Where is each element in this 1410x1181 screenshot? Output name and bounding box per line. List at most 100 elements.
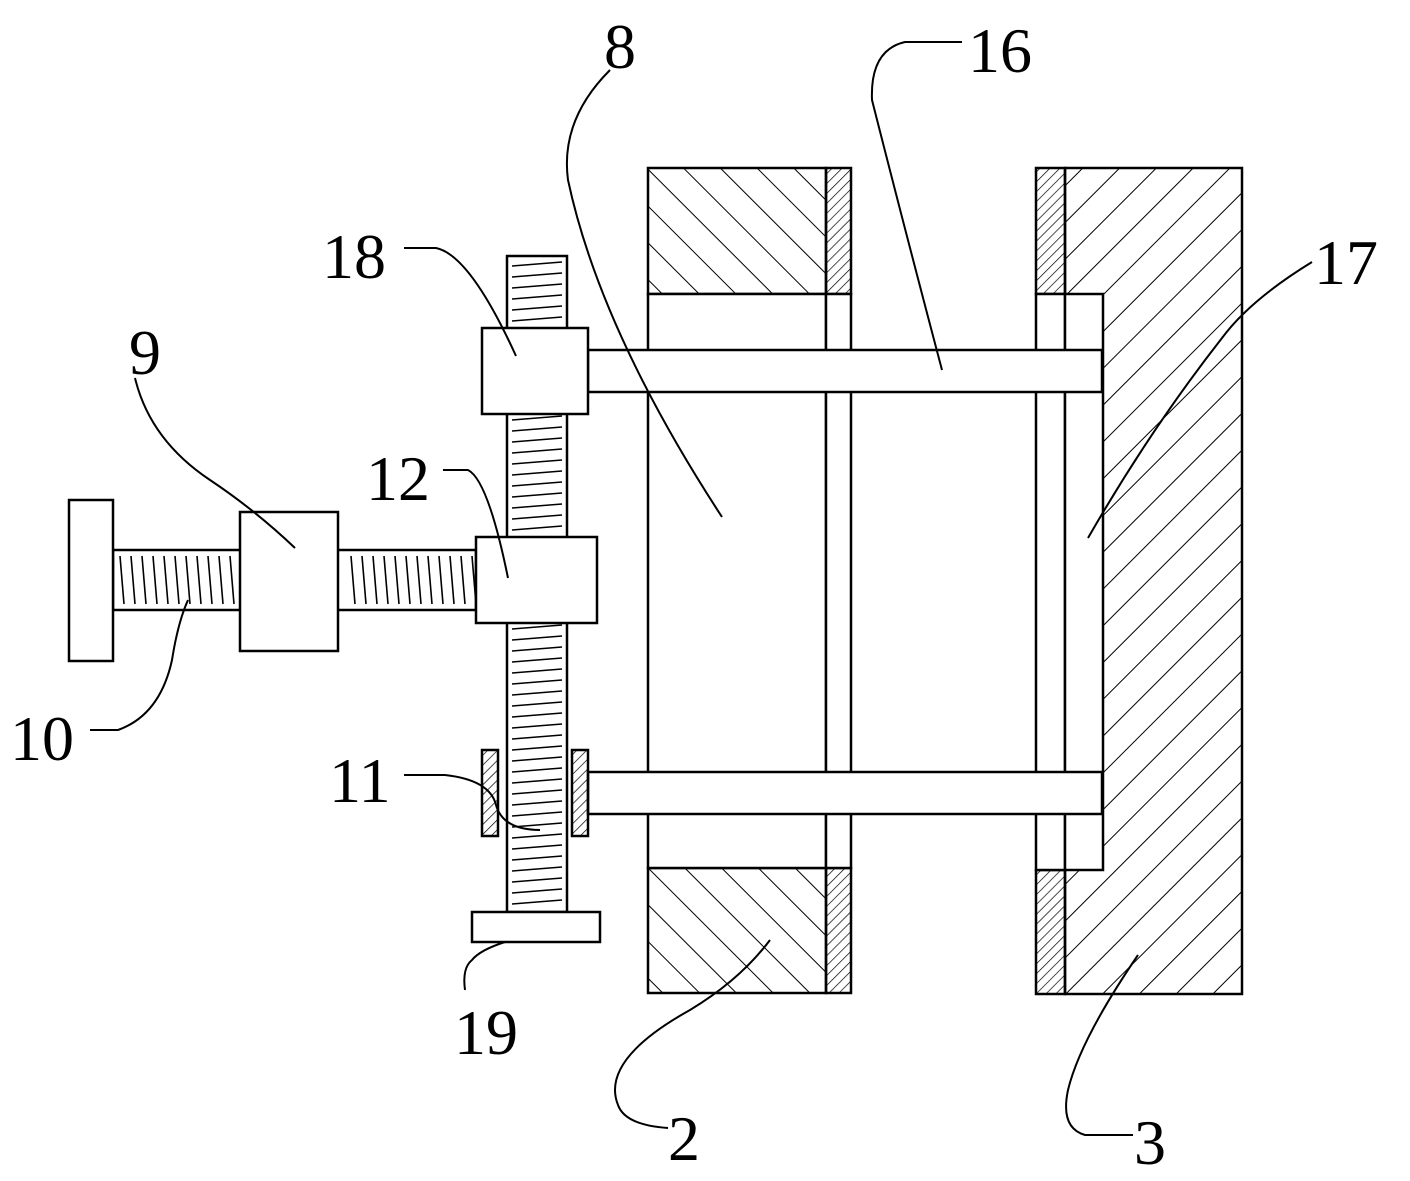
thread-line (511, 756, 563, 762)
leader-8 (565, 69, 723, 518)
label-8: 8 (604, 11, 636, 82)
thread-line (405, 555, 411, 605)
thread-line (119, 555, 125, 605)
label-17: 17 (1314, 227, 1378, 298)
label-10: 10 (10, 703, 74, 774)
right-frame (1034, 166, 1244, 996)
label-2: 2 (668, 1103, 700, 1174)
thread-line (361, 555, 367, 605)
thread-line (449, 555, 455, 605)
thread-line (438, 555, 444, 605)
thread-line (511, 481, 563, 487)
label-3: 3 (1134, 1107, 1166, 1178)
left-frame-upper-block (646, 166, 828, 296)
label-11: 11 (329, 745, 391, 816)
upper-rod (586, 348, 1104, 394)
thread-line (511, 734, 563, 740)
leader-16 (870, 41, 962, 371)
thread-line (511, 833, 563, 839)
upper-block-18 (480, 326, 590, 416)
thread-line (511, 305, 563, 311)
thread-line (196, 555, 202, 605)
thread-line (511, 811, 563, 817)
thread-line (511, 789, 563, 795)
thread-line (511, 877, 563, 883)
vertical-screw-threads (511, 261, 563, 905)
thread-line (511, 459, 563, 465)
thread-line (511, 503, 563, 509)
thread-line (511, 272, 563, 278)
label-19: 19 (454, 997, 518, 1068)
thread-line (511, 525, 563, 531)
thread-line (511, 712, 563, 718)
leader-10 (90, 599, 189, 731)
middle-block-12 (474, 535, 599, 625)
thread-line (511, 855, 563, 861)
thread-line (511, 426, 563, 432)
thread-line (511, 745, 563, 751)
leader-12 (443, 469, 509, 579)
right-frame-upper-liner (1034, 166, 1067, 296)
thread-line (511, 514, 563, 520)
leader-18 (404, 247, 517, 357)
leader-lines (90, 41, 1313, 1136)
thread-line (511, 437, 563, 443)
thread-line (511, 844, 563, 850)
leader-11 (404, 774, 541, 831)
thread-line (511, 679, 563, 685)
right-frame-lower-liner (1034, 868, 1067, 996)
thread-line (511, 624, 563, 630)
thread-line (511, 767, 563, 773)
label-18: 18 (322, 221, 386, 292)
left-frame-lower-liner (824, 866, 853, 995)
thread-line (511, 822, 563, 828)
thread-line (185, 555, 191, 605)
thread-line (130, 555, 136, 605)
thread-line (174, 555, 180, 605)
thread-line (511, 800, 563, 806)
thread-line (511, 492, 563, 498)
leader-9 (134, 377, 296, 549)
part-labels: 8 16 17 18 9 12 10 11 19 2 3 (10, 11, 1378, 1178)
thread-line (511, 646, 563, 652)
thread-line (511, 635, 563, 641)
label-12: 12 (366, 443, 430, 514)
thread-line (511, 283, 563, 289)
slider-block-9 (238, 510, 340, 653)
handwheel-plate (67, 498, 115, 663)
thread-line (511, 690, 563, 696)
label-16: 16 (968, 15, 1032, 86)
thread-line (511, 470, 563, 476)
thread-line (372, 555, 378, 605)
thread-line (511, 657, 563, 663)
thread-line (229, 555, 235, 605)
thread-line (511, 866, 563, 872)
thread-line (350, 555, 356, 605)
thread-line (416, 555, 422, 605)
thread-line (511, 723, 563, 729)
leader-2 (614, 939, 771, 1129)
thread-line (383, 555, 389, 605)
thread-line (511, 316, 563, 322)
thread-line (218, 555, 224, 605)
thread-line (511, 888, 563, 894)
lower-rod (586, 770, 1104, 816)
thread-line (511, 261, 563, 267)
thread-line (511, 701, 563, 707)
leader-19 (463, 941, 506, 991)
thread-line (511, 899, 563, 905)
label-9: 9 (129, 317, 161, 388)
thread-line (163, 555, 169, 605)
thread-line (460, 555, 466, 605)
bottom-plate-19 (470, 910, 602, 944)
thread-line (152, 555, 158, 605)
thread-line (511, 294, 563, 300)
left-frame-upper-liner (824, 166, 853, 296)
leader-17 (1087, 261, 1313, 539)
nut-right-pad (570, 748, 590, 838)
thread-line (511, 778, 563, 784)
thread-line (394, 555, 400, 605)
leader-3 (1065, 954, 1139, 1136)
